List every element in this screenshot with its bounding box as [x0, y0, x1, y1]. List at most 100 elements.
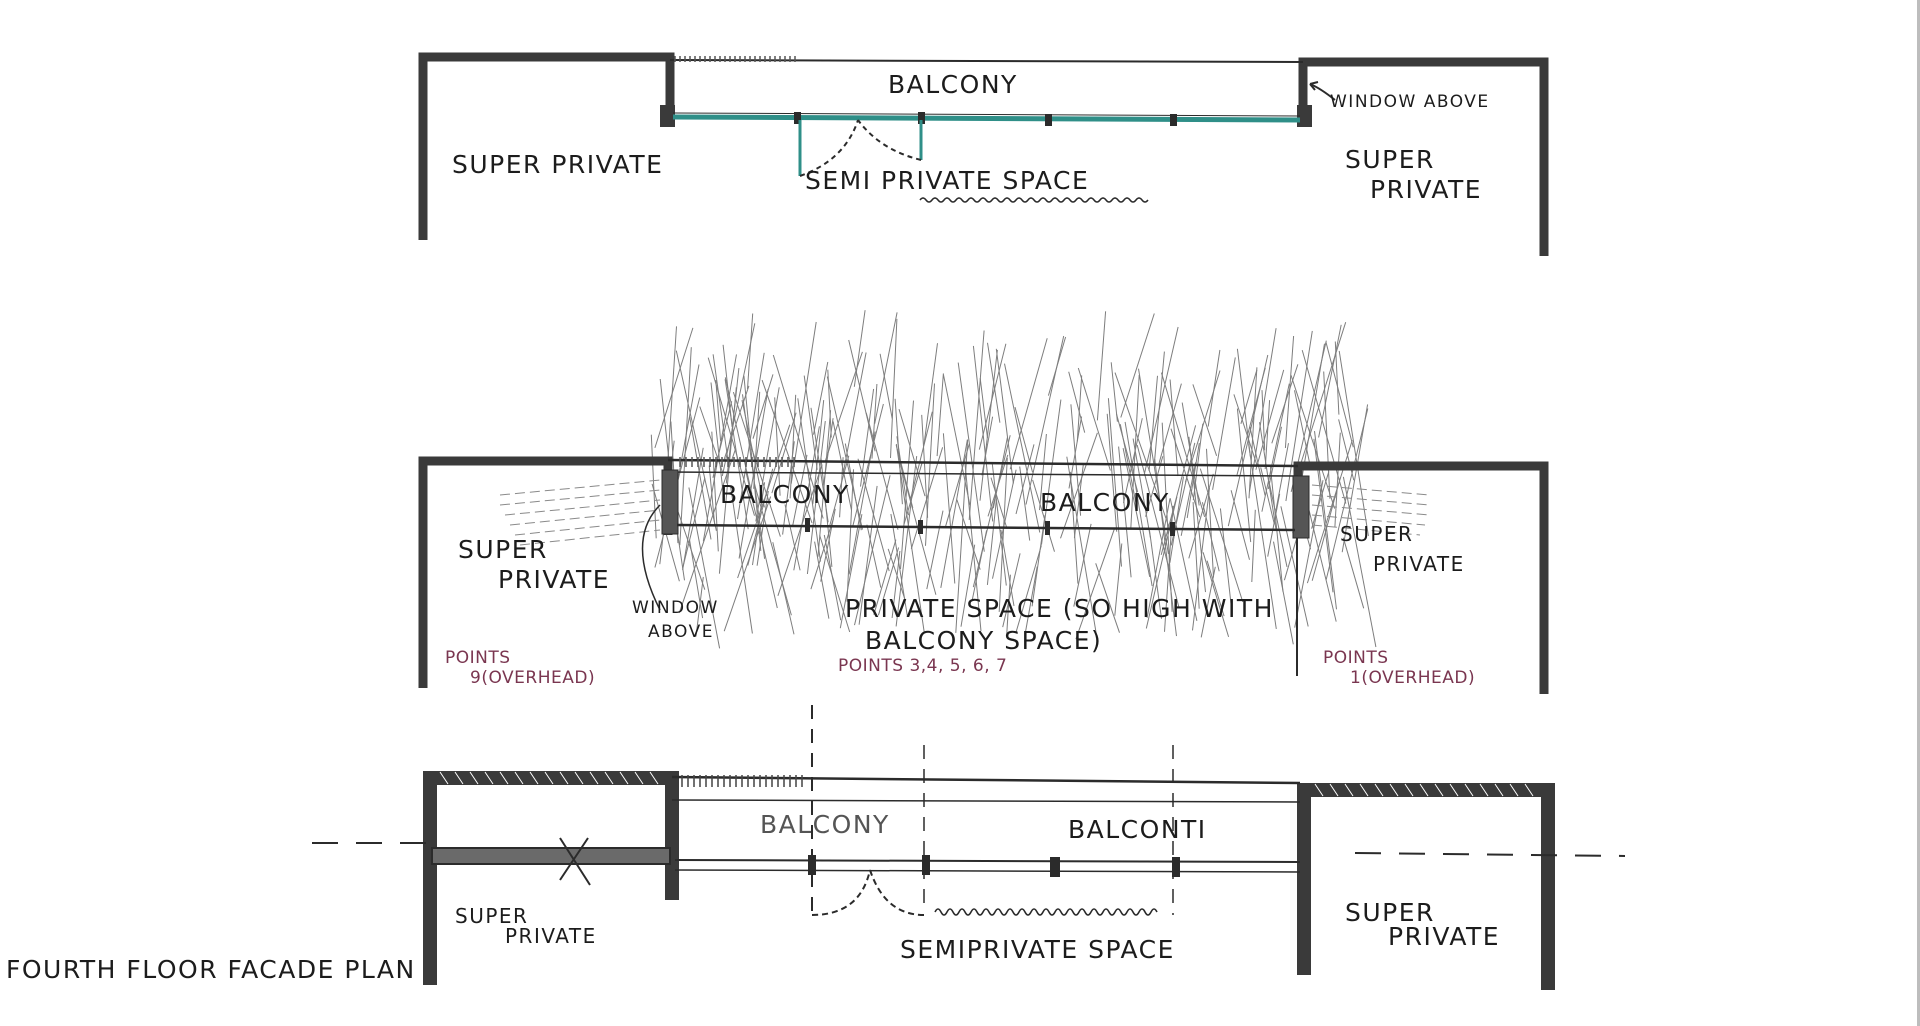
scribble-stroke	[955, 439, 969, 633]
scribble-stroke	[1273, 541, 1294, 645]
scribble-stroke	[895, 443, 925, 633]
plan3-balcony-edge	[671, 775, 1301, 785]
scribble-stroke	[1219, 508, 1232, 608]
scribble-stroke	[848, 339, 876, 452]
scribble-stroke	[853, 310, 866, 387]
scribble-stroke	[854, 475, 891, 626]
plan3-super-private-right-2: PRIVATE	[1388, 922, 1501, 951]
scribble-stroke	[1116, 413, 1139, 493]
scribble-stroke	[926, 510, 944, 590]
scribble-stroke	[978, 343, 1007, 450]
scribble-stroke	[852, 403, 884, 526]
scribble-stroke	[793, 426, 820, 571]
drawing-title: FOURTH FLOOR FACADE PLAN	[6, 955, 416, 984]
scribble-stroke	[724, 377, 753, 495]
scribble-stroke	[879, 353, 893, 419]
scribble-stroke	[688, 487, 721, 649]
scribble-stroke	[650, 434, 657, 539]
scribble-stroke	[797, 398, 821, 562]
plan1-hatch	[674, 56, 796, 62]
plan-1-sketch	[418, 52, 1549, 256]
scribble-stroke	[987, 342, 1001, 423]
scribble-stroke	[1068, 371, 1086, 433]
scribble-stroke	[923, 343, 938, 445]
scribble-stroke	[823, 418, 834, 485]
scribble-stroke	[942, 433, 956, 584]
scribble-stroke	[1096, 311, 1107, 421]
plan2-balcony-right: BALCONY	[1040, 488, 1170, 517]
plan3-super-private-left-1: SUPER	[455, 904, 529, 928]
scribble-stroke	[718, 387, 737, 574]
scribble-stroke	[1192, 384, 1218, 456]
scan-edge	[1917, 0, 1920, 1026]
plan3-door-swing	[811, 869, 871, 916]
plan3-squiggle	[934, 908, 1158, 916]
scribble-stroke	[1132, 438, 1151, 539]
scribble-stroke	[1169, 379, 1179, 477]
plan1-super-private-right-2: PRIVATE	[1370, 175, 1483, 204]
scribble-stroke	[894, 398, 903, 505]
plan1-left-wall	[418, 52, 675, 240]
scribble-stroke	[956, 499, 981, 570]
scribble-stroke	[689, 416, 712, 540]
plan1-window-above-label: WINDOW ABOVE	[1330, 92, 1490, 112]
scribble-stroke	[1009, 338, 1048, 470]
scribble-stroke	[803, 375, 818, 470]
scribble-stroke	[1060, 432, 1098, 539]
scribble-stroke	[771, 412, 797, 494]
scribble-stroke	[1073, 523, 1092, 607]
plan1-mullion	[1045, 114, 1052, 126]
scribble-stroke	[737, 352, 765, 520]
plan2-super-private-right-1: SUPER	[1340, 522, 1414, 546]
scribble-stroke	[1255, 369, 1285, 470]
scribble-stroke	[1251, 509, 1256, 583]
scribble-stroke	[998, 457, 1008, 612]
scribble-stroke	[723, 496, 772, 632]
scribble-stroke	[873, 539, 897, 615]
scribble-stroke	[1076, 375, 1083, 442]
scribble-stroke	[774, 397, 781, 496]
scribble-stroke	[1006, 574, 1011, 637]
scribble-stroke	[1294, 480, 1324, 628]
scribble-stroke	[1341, 404, 1369, 553]
plan2-balcony-edge	[667, 458, 1299, 468]
scribble-stroke	[968, 330, 985, 520]
scribble-stroke	[1110, 362, 1118, 422]
scribble-stroke	[960, 544, 976, 627]
scribble-stroke	[1145, 456, 1164, 517]
scribble-stroke	[1124, 421, 1153, 587]
scribble-stroke	[1004, 363, 1041, 533]
scribble-stroke	[1334, 341, 1340, 415]
scribble-stroke	[910, 447, 944, 550]
plan2-mullion	[805, 518, 810, 532]
scribble-stroke	[699, 406, 724, 474]
plan2-super-private-left-2: PRIVATE	[498, 565, 611, 594]
scribble-stroke	[715, 380, 722, 442]
scribble-stroke	[1212, 357, 1236, 490]
scribble-stroke	[990, 477, 1008, 530]
scribble-stroke	[1188, 436, 1206, 593]
plan1-jamb-right	[1297, 105, 1312, 127]
scribble-stroke	[745, 471, 778, 609]
scribble-stroke	[910, 411, 933, 499]
scribble-stroke	[857, 458, 890, 572]
scribble-stroke	[654, 327, 694, 449]
plan2-light-lines-right	[1311, 484, 1431, 536]
scribble-stroke	[1325, 342, 1354, 448]
plan2-points-right-1: POINTS	[1323, 648, 1389, 668]
scribble-stroke	[895, 456, 918, 627]
scribble-stroke	[874, 312, 898, 424]
plan2-mullion	[1045, 521, 1050, 535]
scribble-stroke	[921, 414, 929, 518]
scribble-stroke	[858, 485, 878, 625]
scribble-stroke	[1000, 529, 1015, 606]
plan2-points-left-2: 9(OVERHEAD)	[470, 668, 596, 688]
scribble-stroke	[710, 382, 724, 493]
scribble-stroke	[1192, 487, 1210, 631]
plan1-mullion	[794, 112, 801, 124]
scribble-stroke	[730, 486, 753, 634]
scribble-stroke	[1199, 468, 1244, 603]
scribble-stroke	[860, 388, 875, 487]
scribble-stroke	[1296, 322, 1347, 476]
scribble-stroke	[987, 454, 1009, 517]
